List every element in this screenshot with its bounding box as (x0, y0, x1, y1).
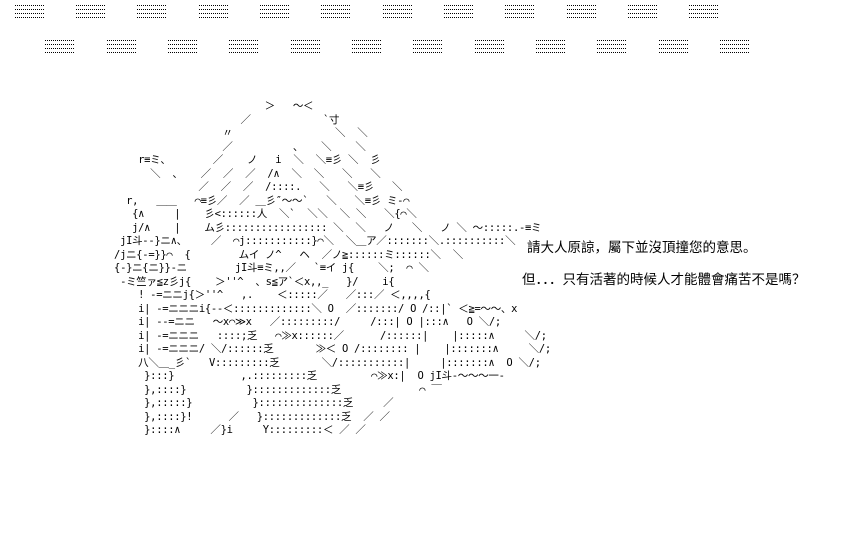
dot-block (413, 39, 443, 53)
dotted-header-row-1 (0, 4, 850, 30)
dot-block (229, 39, 259, 53)
dot-block (291, 39, 321, 53)
dot-block (45, 39, 75, 53)
dot-block (15, 4, 45, 18)
dialogue-line-2: 但．．．只有活著的時候人才能體會痛苦不是嗎？ (522, 272, 806, 288)
dot-block (352, 39, 382, 53)
dot-block (536, 39, 566, 53)
dot-block (628, 4, 658, 18)
dialogue-block: 請大人原諒，屬下並沒頂撞您的意思。 但．．．只有活著的時候人才能體會痛苦不是嗎？ (522, 232, 806, 296)
ascii-art-figure: ＞ ～＜ ／ `寸 〃 ＼ ＼ ／ 、 ＼ ＼ r≡ミ、 ／ ノ i ＼ ＼≡彡… (114, 100, 551, 436)
dot-block (597, 39, 627, 53)
dialogue-line-1: 請大人原諒，屬下並沒頂撞您的意思。 (527, 240, 757, 256)
dot-block (444, 4, 474, 18)
dot-block (107, 39, 137, 53)
dot-block (689, 4, 719, 18)
dot-block (260, 4, 290, 18)
dot-block (383, 4, 413, 18)
dot-block (659, 39, 689, 53)
dot-block (505, 4, 535, 18)
dot-block (168, 39, 198, 53)
dot-block (567, 4, 597, 18)
dot-block (199, 4, 229, 18)
dot-block (321, 4, 351, 18)
dot-block (137, 4, 167, 18)
dot-block (76, 4, 106, 18)
dotted-header-row-2 (0, 39, 850, 65)
dot-block (720, 39, 750, 53)
dot-block (475, 39, 505, 53)
